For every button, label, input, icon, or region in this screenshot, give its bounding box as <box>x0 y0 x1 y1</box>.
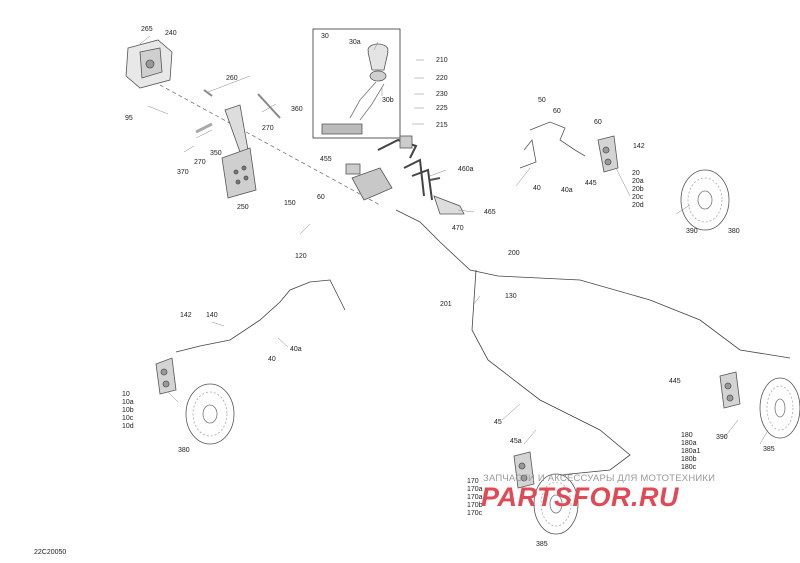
callout: 142 <box>180 312 192 319</box>
callout-labels: 265 240 95 260 360 270 350 270 370 250 3… <box>122 26 775 548</box>
callout: 30a <box>349 39 361 46</box>
leader-lines <box>139 35 769 445</box>
callout: 170a <box>467 486 483 493</box>
rear-left-caliper <box>513 451 535 489</box>
main-brake-line <box>395 209 791 359</box>
callout: 370 <box>177 169 189 176</box>
callout: 30 <box>321 33 329 40</box>
callout: 460a <box>458 166 474 173</box>
callout: 142 <box>633 143 645 150</box>
front-right-disc <box>680 169 730 231</box>
callout: 201 <box>440 301 452 308</box>
callout: 60 <box>594 119 602 126</box>
callout: 470 <box>452 225 464 232</box>
callout: 170b <box>467 502 483 509</box>
callout: 170 <box>467 478 479 485</box>
rear-right-caliper <box>719 371 741 409</box>
callout: 385 <box>763 446 775 453</box>
callout: 350 <box>210 150 222 157</box>
master-cylinder <box>321 43 389 135</box>
callout: 270 <box>194 159 206 166</box>
callout: 390 <box>686 228 698 235</box>
callout: 60 <box>553 108 561 115</box>
callout: 210 <box>436 57 448 64</box>
callout: 140 <box>206 312 218 319</box>
callout: 170c <box>467 510 483 517</box>
callout: 260 <box>226 75 238 82</box>
callout: 225 <box>436 105 448 112</box>
callout: 220 <box>436 75 448 82</box>
callout: 40a <box>290 346 302 353</box>
watermark-logo: PARTSFOR.RU <box>481 482 680 512</box>
callout: 445 <box>585 180 597 187</box>
callout: 455 <box>320 156 332 163</box>
master-cylinder-inset <box>312 28 401 139</box>
callout: 200 <box>508 250 520 257</box>
callout: 180a <box>681 440 697 447</box>
callout: 30b <box>382 97 394 104</box>
callout: 60 <box>317 194 325 201</box>
watermark-text: ЗАПЧАСТИ И АКСЕССУАРЫ ДЛЯ МОТОТЕХНИКИ <box>483 473 716 484</box>
rear-left-disc <box>533 473 579 535</box>
callout: 360 <box>291 106 303 113</box>
callout: 150 <box>284 200 296 207</box>
callout: 10 <box>122 391 130 398</box>
callout: 50 <box>538 97 546 104</box>
callout: 95 <box>125 115 133 122</box>
callout: 40 <box>268 356 276 363</box>
callout: 250 <box>237 204 249 211</box>
callout: 380 <box>728 228 740 235</box>
callout: 240 <box>165 30 177 37</box>
callout: 45 <box>494 419 502 426</box>
callout: 445 <box>669 378 681 385</box>
callout: 215 <box>436 122 448 129</box>
assembly-centerline <box>159 84 381 206</box>
front-left-caliper <box>155 357 177 395</box>
callout: 10c <box>122 415 134 422</box>
callout: 180c <box>681 464 697 471</box>
callout: 265 <box>141 26 153 33</box>
callout: 20 <box>632 170 640 177</box>
pedal-bracket <box>125 39 173 89</box>
diagram-code: 22C20050 <box>34 549 67 556</box>
callout: 20b <box>632 186 644 193</box>
rear-right-disc <box>759 377 800 439</box>
callout: 40a <box>561 187 573 194</box>
callout: 180b <box>681 456 697 463</box>
callout: 10b <box>122 407 134 414</box>
callout: 45a <box>510 438 522 445</box>
callout: 130 <box>505 293 517 300</box>
callout: 180a1 <box>681 448 701 455</box>
callout: 120 <box>295 253 307 260</box>
front-right-caliper <box>519 121 619 173</box>
callout: 20c <box>632 194 644 201</box>
rear-brake-line <box>471 269 631 476</box>
callout: 20a <box>632 178 644 185</box>
callout: 390 <box>716 434 728 441</box>
callout: 180 <box>681 432 693 439</box>
callout: 230 <box>436 91 448 98</box>
callout: 10d <box>122 423 134 430</box>
callout: 270 <box>262 125 274 132</box>
callout: 465 <box>484 209 496 216</box>
callout: 380 <box>178 447 190 454</box>
callout: 40 <box>533 185 541 192</box>
front-left-disc <box>185 383 235 445</box>
hydraulic-unit <box>345 135 465 215</box>
front-left-brake-line <box>175 279 346 353</box>
callout: 10a <box>122 399 134 406</box>
callout: 170a1 <box>467 494 487 501</box>
brake-pedal <box>195 89 281 199</box>
callout: 20d <box>632 202 644 209</box>
callout: 385 <box>536 541 548 548</box>
